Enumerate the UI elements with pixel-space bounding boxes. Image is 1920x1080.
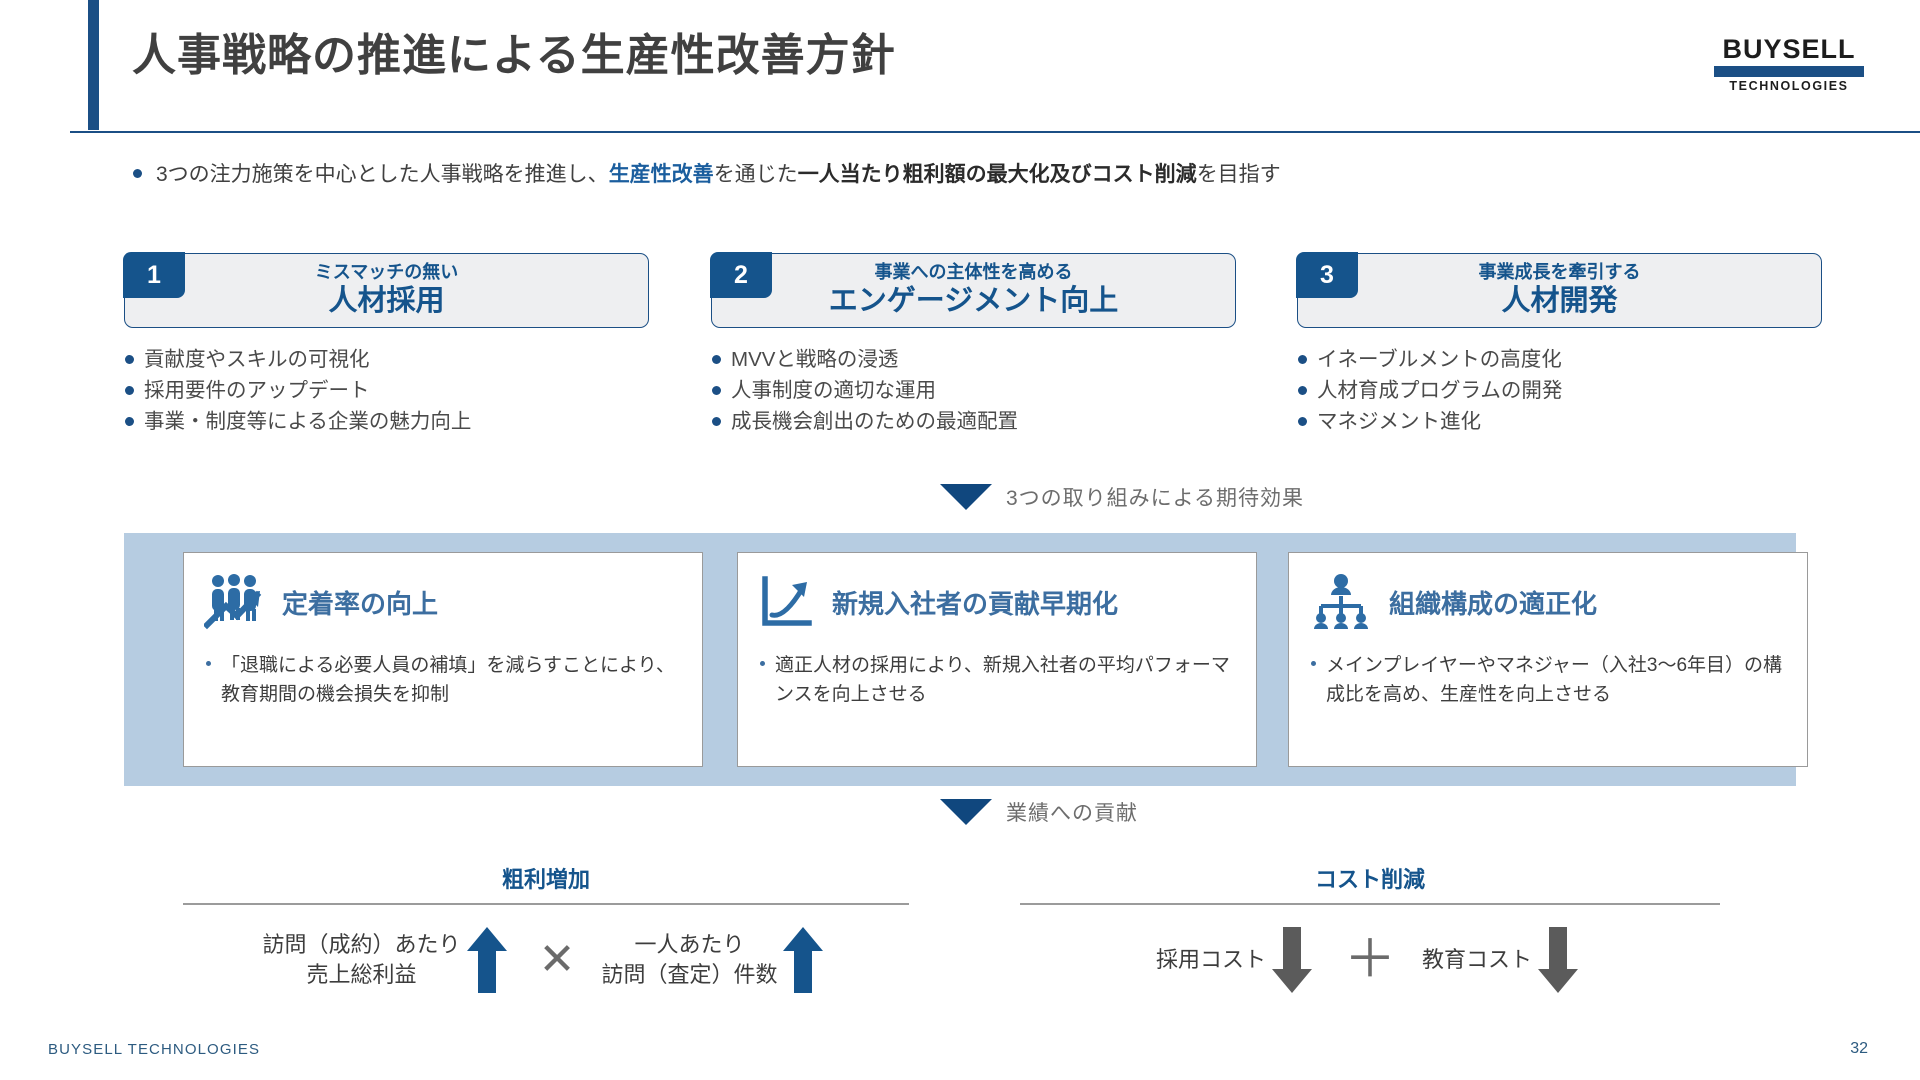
- kpi-group-gross-profit: 粗利増加 訪問（成約）あたり 売上総利益 ✕ 一人あたり 訪問（査定）件数: [183, 862, 909, 993]
- strategy-number-badge: 2: [710, 252, 772, 298]
- strategy-box-2[interactable]: 2 事業への主体性を高める エンゲージメント向上: [710, 252, 1236, 328]
- page-number: 32: [1850, 1040, 1868, 1057]
- list-item: イネーブルメントの高度化: [1298, 344, 1822, 375]
- down-triangle-icon: [940, 484, 992, 510]
- strategy-title: 人材採用: [328, 284, 445, 317]
- kpi-term-2: 教育コスト: [1422, 946, 1533, 972]
- kpi-divider: [1020, 903, 1720, 905]
- logo-wordmark: BUYSELL: [1722, 34, 1856, 64]
- strategy-number-badge: 3: [1296, 252, 1358, 298]
- strategy-title: 人材開発: [1501, 284, 1618, 317]
- list-item: マネジメント進化: [1298, 406, 1822, 437]
- kpi-title: コスト削減: [1314, 867, 1425, 892]
- effect-card-title: 定着率の向上: [282, 588, 439, 619]
- footer-company: BUYSELL TECHNOLOGIES: [48, 1041, 261, 1058]
- title-accent-bar: [88, 0, 99, 130]
- strategy-subtitle: 事業成長を牽引する: [1478, 262, 1641, 282]
- header-divider: [70, 131, 1920, 133]
- connector-label: 3つの取り組みによる期待効果: [1006, 487, 1305, 510]
- bullet-dot-icon: [133, 168, 142, 178]
- people-growth-arrow-icon: [204, 574, 262, 630]
- kpi-term-2-line2: 訪問（査定）件数: [601, 961, 778, 987]
- list-item: 人事制度の適切な運用: [712, 375, 1236, 406]
- effect-card-2[interactable]: 新規入社者の貢献早期化 適正人材の採用により、新規入社者の平均パフォーマンスを向…: [737, 552, 1257, 767]
- effect-card-body: メインプレイヤーやマネジャー（入社3〜6年目）の構成比を高め、生産性を向上させる: [1309, 651, 1787, 710]
- lead-statement: 3つの注力施策を中心とした人事戦略を推進し、 生産性改善 を通じた 一人当たり粗…: [133, 158, 1281, 188]
- effect-card-1[interactable]: 定着率の向上 「退職による必要人員の補填」を減らすことにより、教育期間の機会損失…: [183, 552, 703, 767]
- strategy-subtitle: 事業への主体性を高める: [874, 262, 1073, 282]
- strategy-number-badge: 1: [123, 252, 185, 298]
- strategy-column-3: 3 事業成長を牽引する 人材開発 イネーブルメントの高度化 人材育成プログラムの…: [1296, 252, 1822, 453]
- effect-card-3[interactable]: 組織構成の適正化 メインプレイヤーやマネジャー（入社3〜6年目）の構成比を高め、…: [1288, 552, 1808, 767]
- lead-highlight-blue: 生産性改善: [608, 163, 714, 186]
- strategy-box-3[interactable]: 3 事業成長を牽引する 人材開発: [1296, 252, 1822, 328]
- list-item: MVVと戦略の浸透: [712, 344, 1236, 375]
- kpi-term-2: 一人あたり 訪問（査定）件数: [601, 930, 777, 989]
- effect-card-title: 組織構成の適正化: [1389, 588, 1598, 619]
- lead-part3: を目指す: [1196, 163, 1281, 186]
- lead-part1: 3つの注力施策を中心とした人事戦略を推進し、: [156, 163, 609, 186]
- up-arrow-icon: [466, 926, 507, 993]
- strategy-bullets-1: 貢献度やスキルの可視化 採用要件のアップデート 事業・制度等による企業の魅力向上: [124, 344, 649, 437]
- lead-highlight-dark: 一人当たり粗利額の最大化及びコスト削減: [797, 163, 1197, 186]
- effect-card-title: 新規入社者の貢献早期化: [832, 588, 1119, 619]
- strategy-subtitle: ミスマッチの無い: [314, 262, 459, 282]
- up-arrow-icon: [783, 926, 824, 993]
- strategy-column-1: 1 ミスマッチの無い 人材採用 貢献度やスキルの可視化 採用要件のアップデート …: [123, 252, 649, 453]
- chart-rising-arrow-icon: [762, 576, 812, 626]
- kpi-term-1-line1: 訪問（成約）あたり: [262, 931, 461, 957]
- kpi-title: 粗利増加: [501, 867, 590, 892]
- buysell-logo: BUYSELL TECHNOLOGIES: [1714, 36, 1864, 93]
- down-triangle-icon: [940, 799, 992, 825]
- plus-operator: ＋: [1343, 930, 1396, 989]
- multiply-operator: ✕: [538, 934, 576, 984]
- connector-expected-effects: 3つの取り組みによる期待効果: [940, 482, 1304, 512]
- strategy-bullets-2: MVVと戦略の浸透 人事制度の適切な運用 成長機会創出のための最適配置: [711, 344, 1236, 437]
- lead-part2: を通じた: [713, 163, 798, 186]
- down-arrow-icon: [1538, 926, 1579, 993]
- list-item: 成長機会創出のための最適配置: [712, 406, 1236, 437]
- logo-subtext: TECHNOLOGIES: [1729, 79, 1849, 93]
- strategy-box-1[interactable]: 1 ミスマッチの無い 人材採用: [123, 252, 649, 328]
- logo-bar: [1714, 66, 1864, 77]
- connector-label: 業績への貢献: [1006, 802, 1138, 825]
- down-arrow-icon: [1271, 926, 1312, 993]
- effect-card-body: 適正人材の採用により、新規入社者の平均パフォーマンスを向上させる: [758, 651, 1236, 710]
- list-item: 事業・制度等による企業の魅力向上: [125, 406, 649, 437]
- kpi-term-1: 訪問（成約）あたり 売上総利益: [263, 930, 461, 989]
- kpi-group-cost-reduction: コスト削減 採用コスト ＋ 教育コスト: [1020, 862, 1720, 993]
- strategy-bullets-3: イネーブルメントの高度化 人材育成プログラムの開発 マネジメント進化: [1297, 344, 1822, 437]
- list-item: 採用要件のアップデート: [125, 375, 649, 406]
- connector-business-contribution: 業績への貢献: [940, 797, 1138, 827]
- org-chart-icon: [1314, 574, 1368, 629]
- effect-card-body: 「退職による必要人員の補填」を減らすことにより、教育期間の機会損失を抑制: [204, 651, 682, 710]
- kpi-divider: [183, 903, 909, 905]
- list-item: 貢献度やスキルの可視化: [125, 344, 649, 375]
- kpi-term-1: 採用コスト: [1155, 946, 1266, 972]
- strategy-column-2: 2 事業への主体性を高める エンゲージメント向上 MVVと戦略の浸透 人事制度の…: [710, 252, 1236, 453]
- list-item: 人材育成プログラムの開発: [1298, 375, 1822, 406]
- kpi-term-2-line1: 一人あたり: [634, 931, 745, 957]
- strategy-title: エンゲージメント向上: [828, 284, 1119, 317]
- page-title: 人事戦略の推進による生産性改善方針: [132, 31, 896, 80]
- kpi-term-1-line2: 売上総利益: [306, 961, 417, 987]
